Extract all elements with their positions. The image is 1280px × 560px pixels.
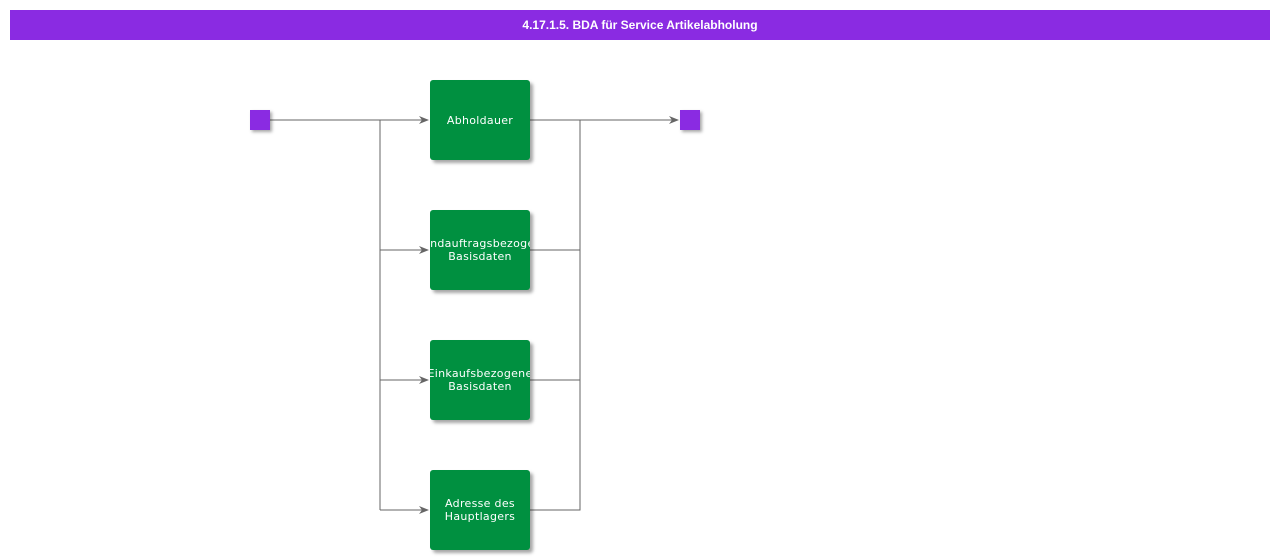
node-standauftragsbezogene-basisdaten[interactable]: Standauftragsbezogene Basisdaten — [430, 210, 530, 290]
node-adresse-des-hauptlagers-label: Adresse des Hauptlagers — [444, 497, 516, 523]
start-node[interactable] — [250, 110, 270, 130]
end-node[interactable] — [680, 110, 700, 130]
diagram-title: 4.17.1.5. BDA für Service Artikelabholun… — [10, 10, 1270, 40]
node-abholdauer[interactable]: Abholdauer — [430, 80, 530, 160]
connector-from-hauptlager — [530, 120, 581, 511]
connector-start — [270, 119, 381, 510]
node-adresse-des-hauptlagers[interactable]: Adresse des Hauptlagers — [430, 470, 530, 550]
node-einkaufsbezogene-basisdaten-label: Einkaufsbezogene Basisdaten — [430, 367, 530, 393]
node-abholdauer-label: Abholdauer — [446, 113, 514, 127]
node-standauftragsbezogene-basisdaten-label: Standauftragsbezogene Basisdaten — [430, 237, 530, 263]
node-einkaufsbezogene-basisdaten[interactable]: Einkaufsbezogene Basisdaten — [430, 340, 530, 420]
